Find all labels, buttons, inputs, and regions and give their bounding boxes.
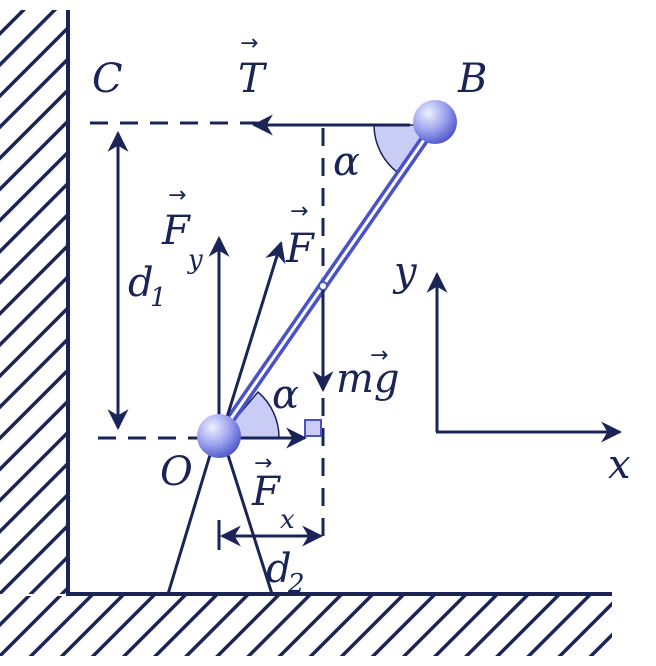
- label-angle-bottom: α: [272, 372, 299, 418]
- label-d2-sub: 2: [287, 569, 305, 599]
- label-axis-y: y: [392, 249, 418, 295]
- rod: [214, 119, 440, 441]
- rod-midpoint: [318, 281, 328, 291]
- label-angle-top: α: [333, 139, 360, 185]
- dashed-guides: [90, 121, 325, 540]
- label-force-y-arrow-glyph: →: [168, 183, 186, 208]
- label-force-arrow-glyph: →: [290, 199, 308, 224]
- label-gravity-arrow-glyph: →: [370, 343, 388, 368]
- label-force-y: F: [161, 208, 191, 254]
- label-force: F: [285, 226, 315, 272]
- label-axis-x: x: [608, 442, 631, 488]
- label-force-x-arrow-glyph: →: [254, 451, 272, 476]
- force-arrow: [221, 240, 286, 431]
- label-force-y-sub: y: [187, 245, 203, 275]
- coordinate-axes: [426, 271, 623, 443]
- ball-b: [413, 100, 457, 144]
- label-point-c: C: [92, 56, 123, 102]
- label-d1-sub: 1: [150, 283, 167, 313]
- label-tension-arrow-glyph: →: [240, 31, 258, 56]
- label-point-b: B: [457, 56, 487, 102]
- label-force-x: F: [251, 469, 281, 515]
- label-d2: d: [266, 546, 292, 592]
- left-wall: [0, 10, 70, 596]
- label-gravity: mg: [336, 356, 400, 402]
- label-d1: d: [128, 260, 154, 306]
- label-force-x-sub: x: [280, 505, 295, 535]
- support-stand: [166, 454, 274, 595]
- right-angle-marker: [304, 419, 322, 437]
- floor: [0, 592, 612, 656]
- label-tension: T: [238, 56, 268, 102]
- force-arrows: [107, 114, 410, 550]
- label-point-o: O: [160, 449, 193, 495]
- ball-o: [197, 414, 241, 458]
